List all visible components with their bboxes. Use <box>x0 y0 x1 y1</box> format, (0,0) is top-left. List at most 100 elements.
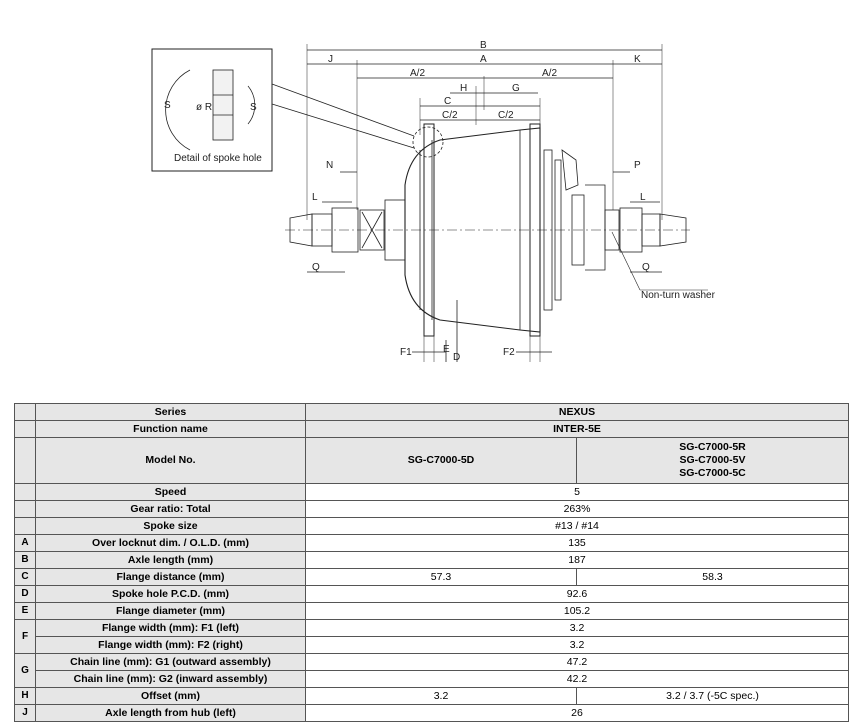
row-label: Flange width (mm): F1 (left) <box>35 619 306 637</box>
dim-label: P <box>634 160 641 171</box>
dim-label: F2 <box>503 347 515 358</box>
spec-value: #13 / #14 <box>305 517 849 535</box>
dim-label: G <box>512 83 520 94</box>
row-label: Function name <box>35 420 306 438</box>
dim-label: Q <box>312 262 320 273</box>
dim-label: D <box>453 352 460 363</box>
dimension-letter <box>14 403 36 421</box>
spec-value: 3.2 <box>305 687 577 705</box>
model-number-line: SG-C7000-5C <box>679 467 746 479</box>
dim-label: A <box>480 54 487 65</box>
dimension-letter: B <box>14 551 36 569</box>
row-label: Flange width (mm): F2 (right) <box>35 636 306 654</box>
detail-label: S <box>164 100 171 111</box>
dim-label: B <box>480 40 487 51</box>
row-label: Flange diameter (mm) <box>35 602 306 620</box>
dim-label: N <box>326 160 333 171</box>
dim-label: H <box>460 83 467 94</box>
detail-caption: Detail of spoke hole <box>174 153 262 164</box>
row-label: Offset (mm) <box>35 687 306 705</box>
dim-label: C/2 <box>498 110 514 121</box>
dim-label: F1 <box>400 347 412 358</box>
row-label: Series <box>35 403 306 421</box>
spec-value: 187 <box>305 551 849 569</box>
dimension-letter: J <box>14 704 36 722</box>
dimension-letter <box>14 500 36 518</box>
row-label: Chain line (mm): G2 (inward assembly) <box>35 670 306 688</box>
dimension-letter: C <box>14 568 36 586</box>
dimension-letter <box>14 483 36 501</box>
dimension-letter: A <box>14 534 36 552</box>
row-label: Gear ratio: Total <box>35 500 306 518</box>
row-label: Spoke hole P.C.D. (mm) <box>35 585 306 603</box>
dim-label: A/2 <box>410 68 425 79</box>
spec-value: 105.2 <box>305 602 849 620</box>
row-label: Axle length from hub (left) <box>35 704 306 722</box>
row-label: Model No. <box>35 437 306 484</box>
spec-value: SG-C7000-5D <box>305 437 577 484</box>
spec-value: 47.2 <box>305 653 849 671</box>
dim-label: E <box>443 344 450 355</box>
dim-label: A/2 <box>542 68 557 79</box>
spec-value: 57.3 <box>305 568 577 586</box>
table-row: Chain line (mm): G2 (inward assembly)42.… <box>15 670 849 688</box>
spec-value: 92.6 <box>305 585 849 603</box>
table-row: Flange width (mm): F2 (right)3.2 <box>15 636 849 654</box>
spec-value: NEXUS <box>305 403 849 421</box>
row-label: Speed <box>35 483 306 501</box>
dim-label: Q <box>642 262 650 273</box>
model-number-line: SG-C7000-5R <box>679 441 746 453</box>
row-label: Chain line (mm): G1 (outward assembly) <box>35 653 306 671</box>
dim-label: C <box>444 96 451 107</box>
spec-value: 26 <box>305 704 849 722</box>
dim-label: L <box>312 192 318 203</box>
spec-value: 42.2 <box>305 670 849 688</box>
dimension-letter <box>14 420 36 438</box>
model-number-line: SG-C7000-5V <box>679 454 746 466</box>
spec-value: 5 <box>305 483 849 501</box>
spec-value: INTER-5E <box>305 420 849 438</box>
dimension-letter <box>14 517 36 535</box>
dimension-letter: F <box>14 619 36 654</box>
detail-label: S <box>250 102 257 113</box>
dimension-letter: E <box>14 602 36 620</box>
hub-technical-drawing: B A J K A/2 A/2 H G C C/2 C/2 N P L L Q … <box>151 40 716 363</box>
non-turn-washer-label: Non-turn washer <box>641 290 716 301</box>
spec-value: 3.2 / 3.7 (-5C spec.) <box>576 687 849 705</box>
row-label: Spoke size <box>35 517 306 535</box>
detail-label: ø R <box>196 102 212 113</box>
row-label: Flange distance (mm) <box>35 568 306 586</box>
dim-label: K <box>634 54 641 65</box>
spec-value: 58.3 <box>576 568 849 586</box>
dimension-letter <box>14 437 36 484</box>
dimension-letter: D <box>14 585 36 603</box>
dimension-letter: G <box>14 653 36 688</box>
dim-label: L <box>640 192 646 203</box>
spec-value: 263% <box>305 500 849 518</box>
dim-label: C/2 <box>442 110 458 121</box>
row-label: Over locknut dim. / O.L.D. (mm) <box>35 534 306 552</box>
spec-value: 3.2 <box>305 636 849 654</box>
row-label: Axle length (mm) <box>35 551 306 569</box>
table-row: Spoke size#13 / #14 <box>14 517 849 535</box>
spec-value: 3.2 <box>305 619 849 637</box>
dimension-letter: H <box>14 687 36 705</box>
spec-value: 135 <box>305 534 849 552</box>
